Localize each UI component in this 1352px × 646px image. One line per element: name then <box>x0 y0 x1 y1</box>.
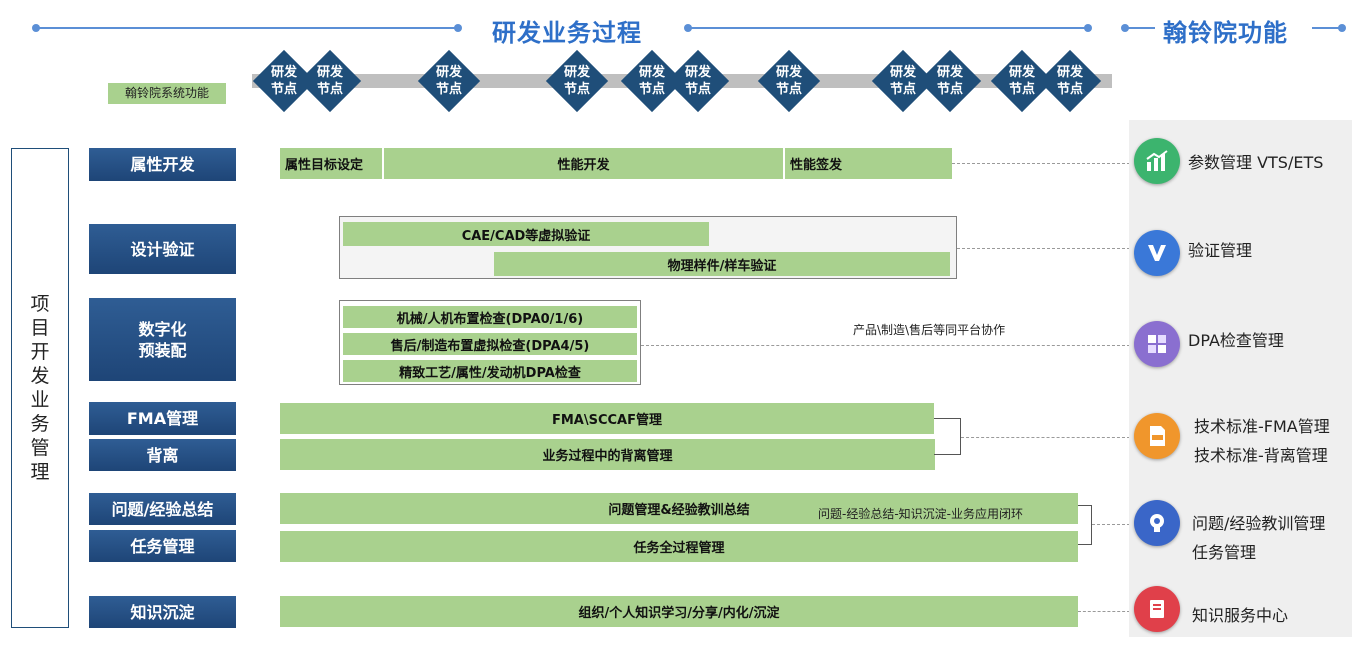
lightbulb-icon[interactable] <box>1134 500 1180 546</box>
issue-bracket <box>1078 505 1092 545</box>
category-fma[interactable]: FMA管理 <box>89 402 236 435</box>
milestone-label: 研发 节点 <box>316 65 343 97</box>
connector-issue <box>1092 524 1130 525</box>
category-knowledge[interactable]: 知识沉淀 <box>89 596 236 628</box>
milestone-label: 研发 节点 <box>563 65 590 97</box>
bar-task: 任务全过程管理 <box>280 531 1078 562</box>
milestone-label: 研发 节点 <box>775 65 802 97</box>
function-knowledge-center[interactable]: 知识服务中心 <box>1192 606 1289 625</box>
milestone-label: 研发 节点 <box>435 65 462 97</box>
project-management-label: 项目开发业务管理 <box>30 293 50 483</box>
spec-document-icon[interactable] <box>1134 413 1180 459</box>
function-panel <box>1129 120 1352 637</box>
milestone-label: 研发 节点 <box>1056 65 1083 97</box>
function-issue-management[interactable]: 问题/经验教训管理 <box>1192 514 1326 533</box>
connector-attr <box>952 163 1130 164</box>
milestone-label: 研发 节点 <box>270 65 297 97</box>
header-line-right-a <box>1125 27 1155 29</box>
system-function-badge: 翰铃院系统功能 <box>108 83 226 104</box>
bar-dpa-craft: 精致工艺/属性/发动机DPA检查 <box>343 360 637 382</box>
category-deviation[interactable]: 背离 <box>89 439 236 471</box>
process-title: 研发业务过程 <box>492 19 642 47</box>
bar-attr-target: 属性目标设定 <box>280 148 382 179</box>
puzzle-icon[interactable] <box>1134 321 1180 367</box>
bar-knowledge: 组织/个人知识学习/分享/内化/沉淀 <box>280 596 1078 627</box>
milestone-label: 研发 节点 <box>638 65 665 97</box>
bar-deviation: 业务过程中的背离管理 <box>280 439 935 470</box>
connector-knowledge <box>1078 611 1130 612</box>
category-issue-summary[interactable]: 问题/经验总结 <box>89 493 236 525</box>
category-task-management[interactable]: 任务管理 <box>89 530 236 562</box>
milestone-label: 研发 节点 <box>936 65 963 97</box>
function-deviation-standard[interactable]: 技术标准-背离管理 <box>1194 446 1328 465</box>
function-dpa-management[interactable]: DPA检查管理 <box>1188 331 1284 350</box>
bar-dpa-mechanical: 机械/人机布置检查(DPA0/1/6) <box>343 306 637 328</box>
header-line-right-b <box>1312 27 1342 29</box>
header-line-end-dot <box>1338 24 1346 32</box>
connector-fma <box>961 437 1130 438</box>
function-validation-management[interactable]: 验证管理 <box>1188 241 1253 260</box>
milestone-label: 研发 节点 <box>889 65 916 97</box>
collab-note: 产品\制造\售后等同平台协作 <box>853 323 1006 337</box>
header-line-dot <box>1084 24 1092 32</box>
bar-issue: 问题管理&经验教训总结 <box>280 493 1078 524</box>
function-fma-standard[interactable]: 技术标准-FMA管理 <box>1194 417 1330 436</box>
category-digital-preassembly[interactable]: 数字化 预装配 <box>89 298 236 381</box>
category-attribute-dev[interactable]: 属性开发 <box>89 148 236 181</box>
book-icon[interactable] <box>1134 586 1180 632</box>
bar-cae-validation: CAE/CAD等虚拟验证 <box>343 222 709 246</box>
milestone-label: 研发 节点 <box>1008 65 1035 97</box>
function-title: 翰铃院功能 <box>1163 19 1288 47</box>
bar-fma: FMA\SCCAF管理 <box>280 403 934 434</box>
header-line-dot <box>454 24 462 32</box>
connector-design <box>957 248 1130 249</box>
chart-icon[interactable] <box>1134 138 1180 184</box>
header-line-mid <box>688 27 1088 29</box>
milestone-label: 研发 节点 <box>684 65 711 97</box>
v-check-icon[interactable] <box>1134 230 1180 276</box>
bar-perf-dev: 性能开发 <box>384 148 783 179</box>
function-param-management[interactable]: 参数管理 VTS/ETS <box>1188 153 1324 172</box>
loop-note: 问题-经验总结-知识沉淀-业务应用闭环 <box>818 507 1023 521</box>
fma-bracket <box>934 418 961 455</box>
function-task-management[interactable]: 任务管理 <box>1192 543 1257 562</box>
connector-dpa <box>641 345 1130 346</box>
project-management-box: 项目开发业务管理 <box>11 148 69 628</box>
category-design-validation[interactable]: 设计验证 <box>89 224 236 274</box>
bar-dpa-aftersales: 售后/制造布置虚拟检查(DPA4/5) <box>343 333 637 355</box>
bar-physical-validation: 物理样件/样车验证 <box>494 252 950 276</box>
bar-perf-sign: 性能签发 <box>785 148 952 179</box>
header-line-left <box>36 27 456 29</box>
